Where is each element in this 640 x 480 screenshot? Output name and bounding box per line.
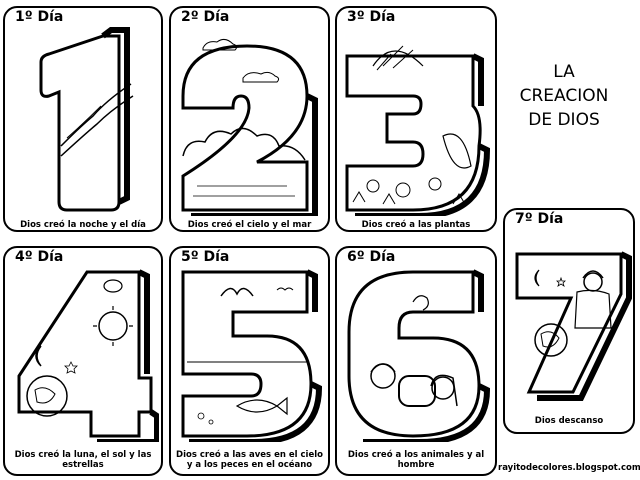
digit-two-illustration [181,38,318,216]
page-title-line-3: DE DIOS [528,110,600,130]
page-title: LA CREACION DE DIOS [504,60,624,132]
digit-seven-illustration [515,251,632,401]
digit-six-illustration [347,269,491,442]
day-7-card: 7º Día Dios descanso [503,208,635,434]
day-5-card: 5º Día Dios creó a las aves en el cielo … [169,246,330,476]
digit-five-illustration [181,269,323,442]
day-7-title: 7º Día [515,211,564,227]
digit-four-illustration [17,269,159,442]
day-6-title: 6º Día [347,249,396,265]
day-6-card: 6º Día Dios creó a los animales y al hom… [335,246,497,476]
day-1-caption: Dios creó la noche y el día [20,220,146,230]
day-1-card: 1º Día Dios creó la noche y el día [3,6,163,232]
digit-three-illustration [345,45,491,216]
day-3-title: 3º Día [347,9,396,25]
day-3-caption: Dios creó a las plantas [361,220,471,230]
day-4-card: 4º Día Dios creó la luna, el sol y las e… [3,246,163,476]
day-2-caption: Dios creó el cielo y el mar [187,220,312,230]
site-credit: rayitodecolores.blogspot.com [498,463,640,473]
day-4-title: 4º Día [15,249,64,265]
page-title-line-2: CREACION [519,86,609,106]
day-5-caption-text: Dios creó a las aves en el cielo y a los… [176,450,323,470]
day-2-title: 2º Día [181,9,230,25]
day-5-title: 5º Día [181,249,230,265]
day-5-caption: Dios creó a las aves en el cielo y a los… [175,450,324,470]
day-1-title: 1º Día [15,9,64,25]
page-title-line-1: LA [553,62,575,82]
day-2-card: 2º Día Dios creó el cielo y el mar [169,6,330,232]
day-7-caption: Dios descanso [534,416,604,426]
day-4-caption: Dios creó la luna, el sol y las estrella… [14,450,152,470]
day-6-caption: Dios creó a los animales y al hombre [347,450,485,470]
day-3-card: 3º Día Dios creó a las plantas [335,6,497,232]
digit-one-illustration [39,27,134,212]
